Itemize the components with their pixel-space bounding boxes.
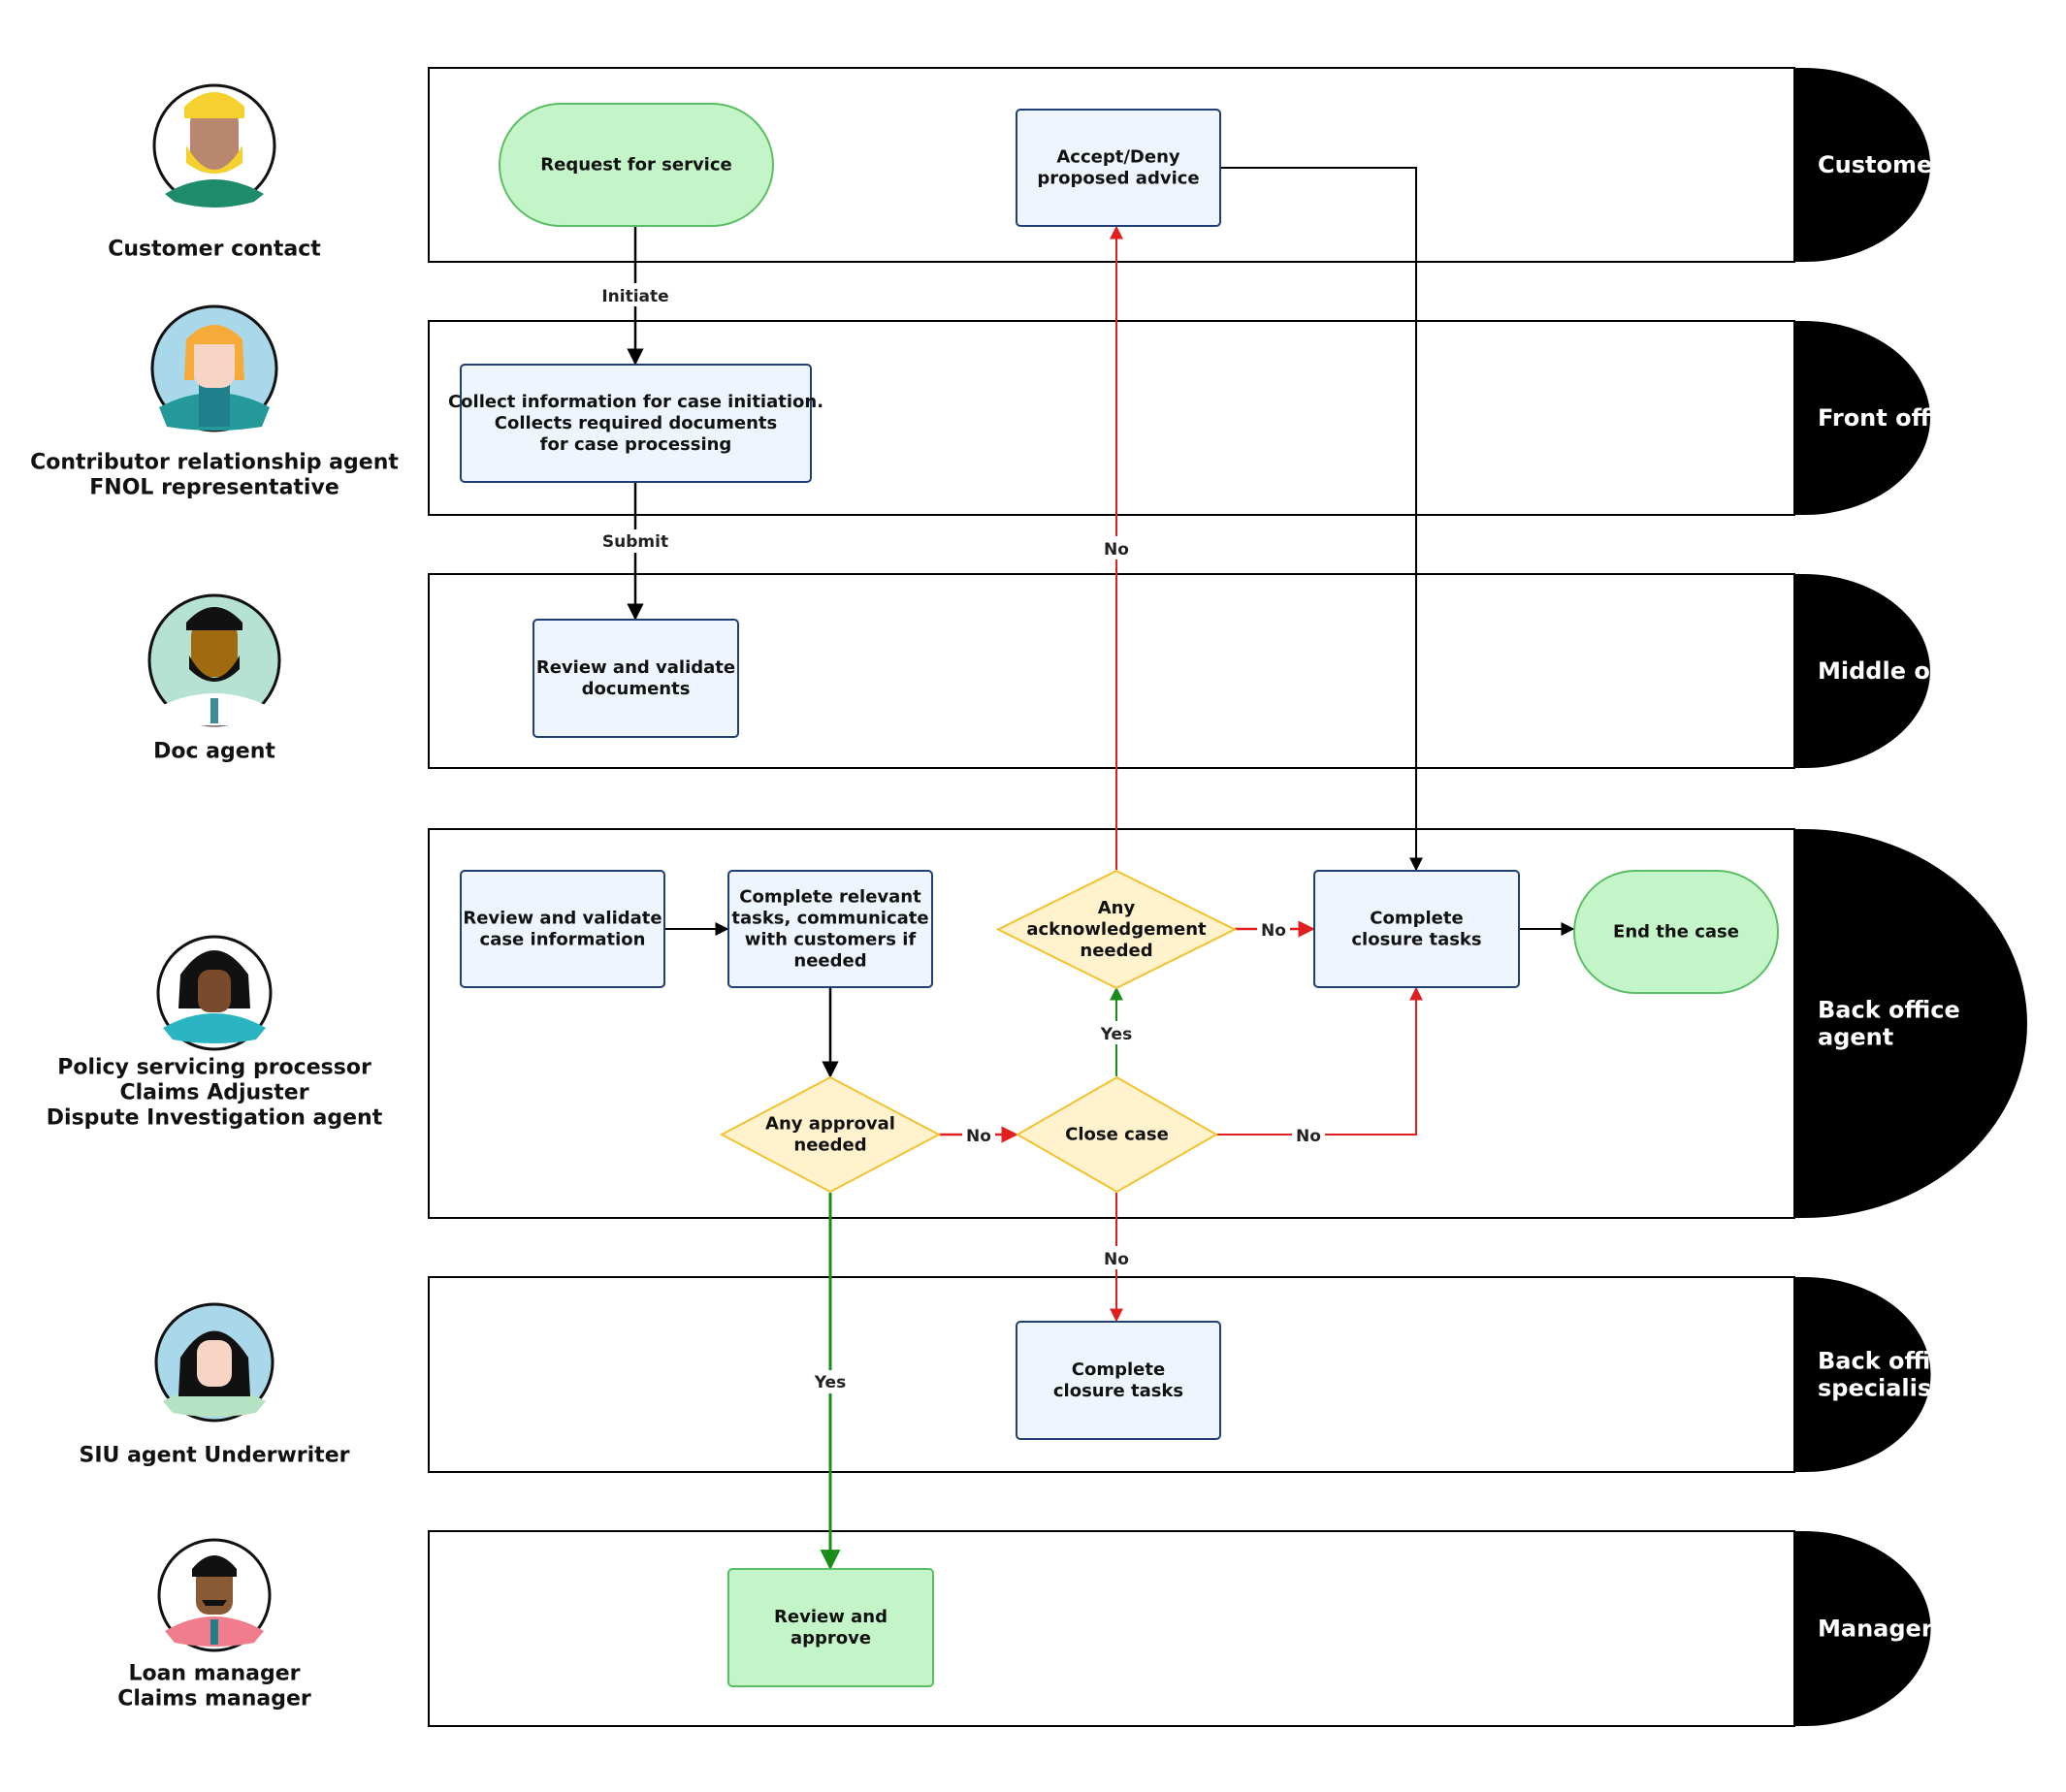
lane-back_agent-title: agent — [1818, 1024, 1893, 1051]
node-close-case-label: Close case — [1065, 1125, 1169, 1145]
node-collect-label: for case processing — [540, 434, 732, 455]
persona-label-back_agent: Policy servicing processor — [57, 1056, 371, 1080]
node-review-approve-label: approve — [791, 1628, 871, 1648]
avatar-doc-agent-icon — [147, 593, 281, 727]
persona-label-front: Contributor relationship agent — [30, 451, 399, 475]
lane-back_agent-header — [1794, 829, 2027, 1218]
node-review-case-label: Review and validate — [463, 909, 662, 929]
lane-back_agent-title: Back office — [1818, 997, 1960, 1024]
lane-back_specialist-header — [1794, 1277, 1931, 1472]
edge-label-yes-to-ack: Yes — [1100, 1025, 1132, 1044]
node-collect-label: Collect information for case initiation. — [448, 392, 823, 412]
node-review-case-label: case information — [480, 930, 646, 950]
edge-label-no-to-close: No — [966, 1127, 991, 1146]
node-request-label: Request for service — [540, 155, 731, 176]
node-complete-relevant-label: tasks, communicate — [731, 909, 928, 929]
node-any-ack-label: needed — [1080, 941, 1152, 961]
persona-label-customer: Customer contact — [108, 238, 321, 262]
edge-label-no-to-accept: No — [1104, 540, 1129, 560]
lane-middle-title: Middle office — [1818, 657, 1985, 685]
node-complete-relevant-label: needed — [793, 951, 866, 972]
persona-label-middle: Doc agent — [153, 740, 275, 764]
lane-front-title: Front office — [1818, 404, 1967, 432]
node-any-approval-label: needed — [793, 1136, 866, 1156]
edge-accept-to-closure — [1220, 167, 1423, 872]
edge-label-no-to-closure: No — [1261, 921, 1286, 941]
node-complete-closure-agent-label: closure tasks — [1351, 930, 1481, 950]
avatar-back-office-specialist-icon — [154, 1302, 274, 1423]
node-any-ack-label: acknowledgement — [1026, 919, 1207, 940]
node-accept-label: proposed advice — [1037, 169, 1199, 189]
lane-customer-header — [1794, 68, 1930, 262]
node-end-case-label: End the case — [1613, 922, 1739, 943]
persona-label-back_agent: Claims Adjuster — [119, 1081, 308, 1105]
node-review-docs-label: documents — [582, 679, 691, 699]
node-any-ack-label: Any — [1098, 898, 1136, 918]
node-any-approval-label: Any approval — [765, 1114, 895, 1135]
avatar-customer-contact-icon — [152, 83, 276, 208]
lane-manager-box — [428, 1530, 1795, 1727]
node-end-case: End the case — [1573, 870, 1779, 994]
node-request: Request for service — [499, 103, 774, 227]
node-complete-closure-specialist-label: closure tasks — [1053, 1381, 1183, 1401]
avatar-back-office-agent-icon — [156, 935, 273, 1051]
edge-label-submit: Submit — [602, 532, 668, 552]
lane-front-header — [1794, 321, 1930, 515]
persona-label-front: FNOL representative — [89, 476, 339, 500]
avatar-front-office-icon — [150, 304, 278, 432]
node-collect: Collect information for case initiation.… — [448, 364, 823, 483]
node-complete-relevant-label: Complete relevant — [739, 887, 921, 908]
node-complete-relevant-label: with customers if — [745, 930, 917, 950]
persona-label-back_specialist: SIU agent Underwriter — [80, 1444, 350, 1468]
edge-labels: Initiate Submit No No Yes No No No Yes — [601, 283, 1325, 1393]
persona-label-manager: Claims manager — [117, 1687, 311, 1712]
edge-label-no-to-specialist: No — [1104, 1250, 1129, 1269]
avatars — [147, 83, 281, 1652]
lane-back_specialist-title: specialist — [1818, 1375, 1943, 1402]
lane-manager-header — [1794, 1531, 1931, 1726]
edge-close-no-to-closure — [1216, 986, 1423, 1136]
persona-label-back_agent: Dispute Investigation agent — [47, 1106, 383, 1131]
edge-label-no-close-to-closure: No — [1296, 1127, 1321, 1146]
node-complete-closure-specialist-label: Complete — [1072, 1360, 1165, 1380]
lane-back_specialist-title: Back office — [1818, 1348, 1960, 1375]
edge-label-initiate: Initiate — [601, 287, 668, 306]
persona-label-manager: Loan manager — [128, 1662, 300, 1686]
avatar-manager-icon — [157, 1538, 272, 1652]
lane-manager: Manager — [428, 1530, 1933, 1727]
lane-customer-title: Customer — [1818, 151, 1944, 178]
node-close-case: Close case — [1015, 1075, 1219, 1194]
node-review-docs-label: Review and validate — [536, 657, 735, 678]
edge-label-yes-to-manager: Yes — [814, 1373, 846, 1392]
node-review-approve-label: Review and — [774, 1607, 888, 1627]
lane-manager-title: Manager — [1818, 1616, 1933, 1643]
node-collect-label: Collects required documents — [495, 413, 777, 433]
lane-middle-header — [1794, 574, 1930, 768]
node-complete-closure-agent-label: Complete — [1370, 909, 1463, 929]
node-accept-label: Accept/Deny — [1056, 147, 1180, 168]
